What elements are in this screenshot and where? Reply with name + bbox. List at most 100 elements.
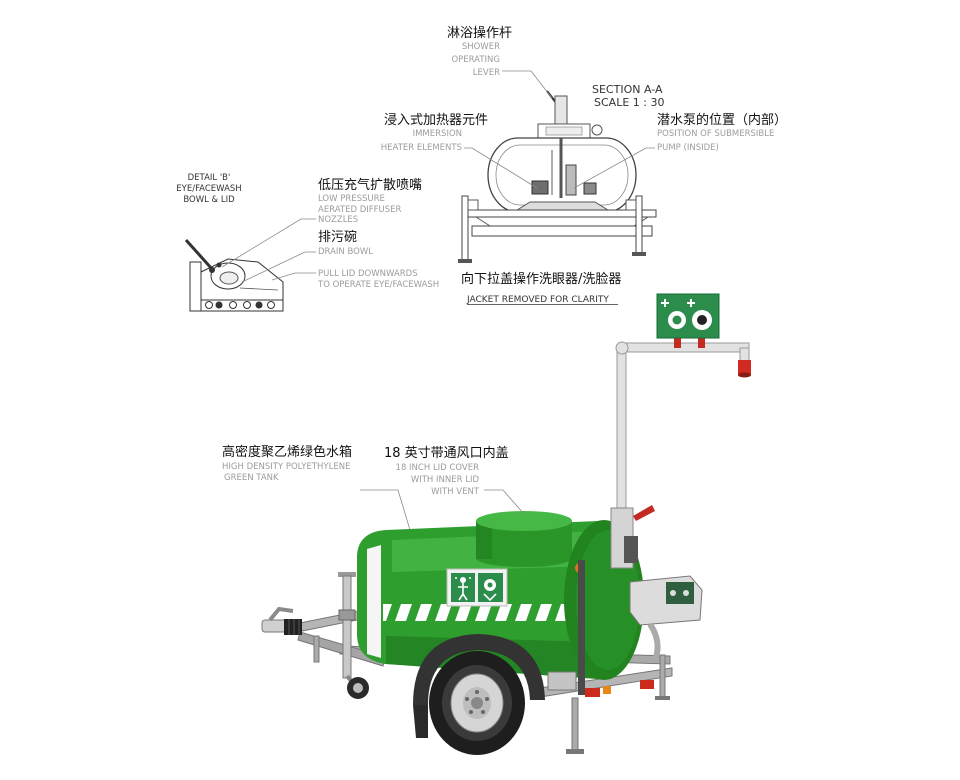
pipe-fitting xyxy=(229,301,237,309)
section-right-foot xyxy=(632,252,646,256)
chinese-labels: 淋浴操作杆 浸入式加热器元件 潜水泵的位置（内部） 低压充气扩散喷嘴 排污碗 向… xyxy=(222,25,787,461)
eyewash-nozzle xyxy=(216,262,222,268)
label-shower-lever-en-1: SHOWER xyxy=(462,42,500,52)
hazard-stripes xyxy=(386,604,561,621)
rear-right-leg xyxy=(659,654,666,698)
rear-right-foot xyxy=(655,696,670,700)
pole-bracket xyxy=(624,536,638,563)
label-heater-en-1: IMMERSION xyxy=(413,129,462,139)
section-bracket xyxy=(467,199,479,211)
tail-light xyxy=(585,688,600,697)
label-tank-zh: 高密度聚乙烯绿色水箱 xyxy=(222,444,352,460)
hazard-stripe xyxy=(546,604,561,621)
drawbar-lower xyxy=(297,631,387,667)
panel-shower-inner xyxy=(672,315,682,325)
section-heater-element-2 xyxy=(583,182,597,195)
label-lid-en-3: WITH VENT xyxy=(431,487,480,497)
english-labels: SHOWER OPERATING LEVER IMMERSION HEATER … xyxy=(222,42,774,497)
shower-pipe xyxy=(554,95,568,127)
handbrake-lever xyxy=(313,635,320,663)
pipe-elbow xyxy=(615,341,629,355)
valve-housing-detail xyxy=(545,126,583,136)
hazard-stripe xyxy=(486,604,501,621)
leader-shower-lever xyxy=(502,70,553,99)
lug-nut xyxy=(485,697,489,701)
shower-head-rim xyxy=(738,372,751,378)
jockey-clamp xyxy=(338,609,356,621)
leader-pull-lid xyxy=(271,272,316,281)
label-tank-en-1: HIGH DENSITY POLYETHYLENE xyxy=(222,462,350,472)
pipe-fitting xyxy=(243,301,251,309)
shower-horizontal-pipe xyxy=(619,342,750,353)
tail-light xyxy=(640,680,654,689)
eyewash-supply-hose xyxy=(647,622,661,662)
section-tank-inner xyxy=(495,144,629,206)
eyewash-detail-line xyxy=(239,287,279,291)
pole-valve-handle xyxy=(633,505,655,521)
label-drain-bowl-zh: 排污碗 xyxy=(318,229,357,245)
label-heater-zh: 浸入式加热器元件 xyxy=(384,113,488,128)
indicator-light-rear xyxy=(603,686,611,694)
tank-white-stripe xyxy=(367,545,381,658)
wheel-center xyxy=(471,697,483,709)
detail-b-drawing xyxy=(184,238,284,312)
label-pull-lid-en-2: TO OPERATE EYE/FACEWASH xyxy=(317,280,439,290)
label-nozzles-en-1: LOW PRESSURE xyxy=(318,194,385,204)
section-right-leg xyxy=(635,195,643,255)
eyewash-bowl-inner xyxy=(219,271,239,285)
pipe-fitting xyxy=(267,301,275,309)
front-strut xyxy=(578,560,585,695)
label-pull-lid-en-1: PULL LID DOWNWARDS xyxy=(318,269,418,279)
mudguard-side-panel xyxy=(413,705,428,738)
label-nozzles-en-2: AERATED DIFFUSER xyxy=(318,205,402,215)
panel-cross-right xyxy=(687,299,695,307)
label-pull-lid-zh: 向下拉盖操作洗眼器/洗脸器 xyxy=(461,271,621,287)
jockey-post xyxy=(342,575,352,679)
detail-b-title-3: BOWL & LID xyxy=(183,195,235,205)
lid-top xyxy=(476,511,572,531)
panel-eyewash-inner xyxy=(697,315,707,325)
lid-shading xyxy=(476,521,492,559)
shower-sign-icon xyxy=(451,573,475,602)
leader-nozzles xyxy=(221,218,316,268)
label-lid-en-1: 18 INCH LID COVER xyxy=(396,463,480,473)
label-drain-bowl-en: DRAIN BOWL xyxy=(318,247,373,257)
label-lid-en-2: WITH INNER LID xyxy=(411,475,480,485)
filler-cap xyxy=(591,124,603,136)
lug-nut xyxy=(469,710,473,714)
leader-lines xyxy=(221,70,655,531)
section-frame-lower-rail xyxy=(471,225,653,237)
label-shower-lever-en-2: OPERATING xyxy=(451,55,500,65)
eyewash-unit-panel xyxy=(666,582,694,604)
eyewash-side-panel xyxy=(189,261,202,312)
label-lid-zh: 18 英寸带通风口内盖 xyxy=(384,445,509,461)
number-plate xyxy=(547,671,577,691)
label-pump-zh: 潜水泵的位置（内部） xyxy=(657,112,787,128)
eyewash-nozzle xyxy=(209,267,215,273)
support-foot xyxy=(566,749,584,754)
label-heater-en-2: HEATER ELEMENTS xyxy=(381,143,462,153)
section-title: SECTION A-A xyxy=(592,83,663,96)
detail-b-title-2: EYE/FACEWASH xyxy=(176,184,241,194)
coupling-handle xyxy=(268,606,294,622)
eyewash-sign-icon xyxy=(478,573,503,602)
lid-bottom xyxy=(476,549,572,567)
hazard-stripe xyxy=(466,604,481,621)
section-scale: SCALE 1 : 30 xyxy=(594,96,664,109)
shower-drop-pipe xyxy=(739,347,750,363)
hazard-stripe xyxy=(506,604,521,621)
pipe-fitting xyxy=(215,301,223,309)
leader-tank xyxy=(360,489,411,531)
eyewash-lid-lever xyxy=(184,238,214,271)
panel-cross-left xyxy=(661,299,669,307)
leader-pump xyxy=(573,147,655,189)
leader-drain-bowl xyxy=(241,251,316,283)
hazard-stripe xyxy=(426,604,441,621)
eyewash-unit-nozzle xyxy=(670,590,676,596)
label-shower-lever-en-3: LEVER xyxy=(473,68,500,78)
label-shower-lever-zh: 淋浴操作杆 xyxy=(447,25,512,41)
section-bracket xyxy=(625,199,637,211)
label-tank-en-2: GREEN TANK xyxy=(224,473,279,483)
panel-valve-left xyxy=(674,336,681,348)
label-nozzles-en-3: NOZZLES xyxy=(318,215,358,225)
